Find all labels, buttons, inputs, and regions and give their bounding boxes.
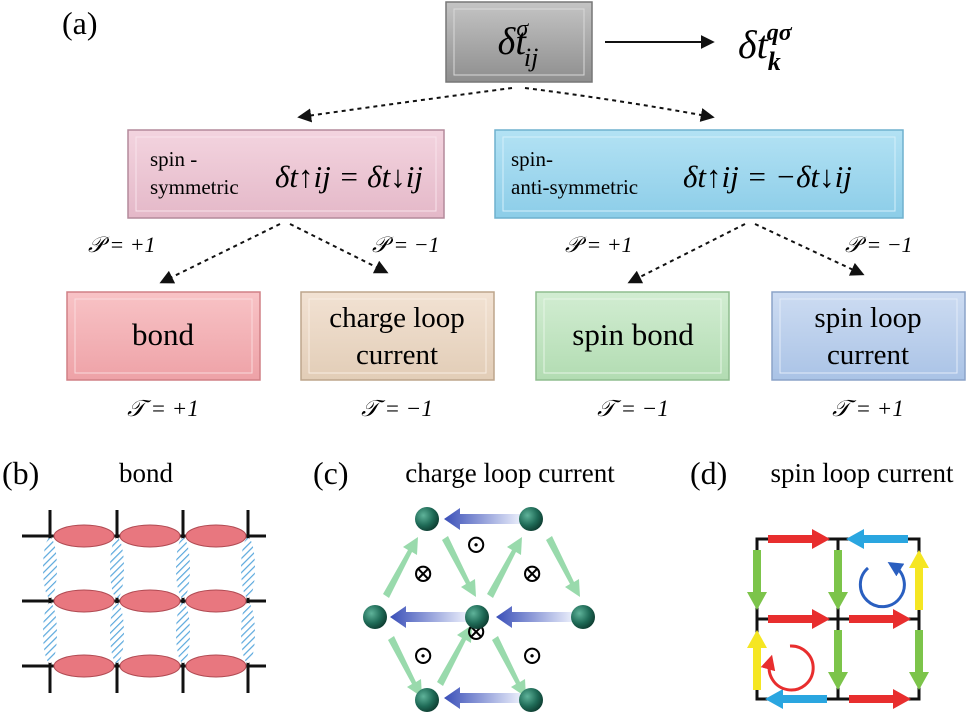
- leaf-bond-label: bond: [132, 317, 195, 352]
- leaf-charge-loop: charge loop current: [300, 291, 495, 381]
- panel-d-label: (d): [690, 455, 727, 491]
- panel-b-title: bond: [119, 458, 174, 488]
- panel-a-label: (a): [62, 5, 98, 41]
- sym-line1: spin -: [150, 147, 197, 171]
- sym-line2: symmetric: [150, 175, 239, 199]
- leaf-bond: bond: [66, 291, 261, 381]
- dot-symbol-1: ⊙: [465, 530, 487, 559]
- dotted-arrow-sym-bond: [159, 223, 281, 284]
- anti-line1: spin-: [511, 147, 553, 171]
- leaf-charge-line2: current: [356, 339, 438, 371]
- panel-c-label: (c): [313, 455, 349, 491]
- T-spin-bond: 𝒯 = −1: [597, 396, 669, 421]
- charge-loop-arrows: [383, 508, 580, 709]
- T-spin-loop: 𝒯 = +1: [832, 396, 904, 421]
- panel-b-label: (b): [2, 455, 39, 491]
- parity-minus-left: 𝒫 = −1: [372, 232, 440, 257]
- bond-vertical-hatched: [43, 538, 255, 663]
- fourier-sup: qσ: [767, 20, 793, 46]
- cross-symbol-2: ⊗: [521, 559, 543, 588]
- leaf-charge-line1: charge loop: [329, 302, 465, 334]
- charge-loop-symbols: ⊙ ⊗ ⊗ ⊙ ⊗ ⊙: [412, 530, 543, 670]
- T-bond: 𝒯 = +1: [127, 396, 199, 421]
- dotted-arrow-anti-spinbond: [627, 223, 746, 284]
- leaf-spin-bond: spin bond: [535, 291, 730, 381]
- svg-text:δtkqσ: δtkqσ: [738, 20, 793, 76]
- panel-d-title: spin loop current: [771, 458, 954, 488]
- spin-loop-circulation: [760, 562, 906, 692]
- bond-horizontal-red: [53, 524, 247, 678]
- leaf-spin-loop-line2: current: [827, 339, 909, 371]
- spin-anti-symmetric-box: spin- anti-symmetric δt↑ij = −δt↓ij: [494, 129, 904, 219]
- dotted-arrow-anti-spinloop: [754, 223, 865, 276]
- fourier-sub: k: [768, 47, 781, 76]
- cross-symbol-1: ⊗: [412, 559, 434, 588]
- parity-minus-right: 𝒫 = −1: [845, 232, 913, 257]
- root-delta-t: δt: [498, 21, 528, 63]
- dotted-arrow-root-anti: [524, 87, 715, 122]
- leaf-spin-loop-line1: spin loop: [814, 302, 921, 334]
- sym-equation: δt↑ij = δt↓ij: [275, 159, 423, 194]
- anti-equation: δt↑ij = −δt↓ij: [683, 159, 852, 194]
- dotted-arrow-root-sym: [297, 87, 513, 123]
- fourier-delta-t: δt: [738, 22, 769, 67]
- dot-symbol-3: ⊙: [521, 641, 543, 670]
- dotted-arrow-sym-charge: [289, 223, 389, 274]
- spin-symmetric-box: spin - symmetric δt↑ij = δt↓ij: [127, 129, 445, 219]
- T-charge: 𝒯 = −1: [361, 396, 433, 421]
- charge-loop-atoms: [363, 507, 595, 712]
- svg-text:δtijσ: δtijσ: [498, 16, 539, 72]
- parity-plus-left: 𝒫 = +1: [88, 232, 156, 257]
- anti-line2: anti-symmetric: [511, 175, 638, 199]
- leaf-spin-loop: spin loop current: [771, 291, 966, 381]
- leaf-spin-bond-label: spin bond: [572, 317, 694, 352]
- dot-symbol-2: ⊙: [412, 641, 434, 670]
- parity-plus-right: 𝒫 = +1: [565, 232, 633, 257]
- spin-loop-arrows: [747, 529, 929, 709]
- root-sup: σ: [516, 16, 529, 42]
- panel-c-title: charge loop current: [405, 458, 615, 488]
- root-sub: ij: [524, 43, 538, 72]
- root-box: δtijσ: [445, 1, 593, 83]
